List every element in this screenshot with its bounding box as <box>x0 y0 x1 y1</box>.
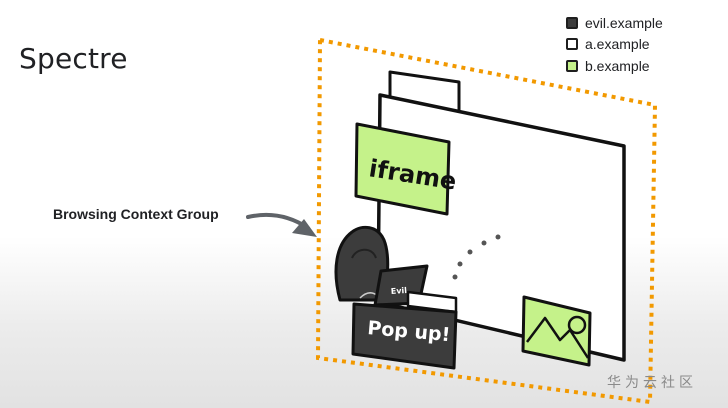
browsing-context-group-boundary <box>315 37 658 405</box>
iframe-box: iframe <box>354 122 458 216</box>
watermark: 华为云社区 <box>607 375 697 391</box>
legend-item-b: b.example <box>566 55 663 77</box>
legend-item-evil: evil.example <box>566 12 663 34</box>
legend-label: a.example <box>585 36 650 53</box>
legend-label: b.example <box>585 57 650 74</box>
a-swatch <box>566 38 578 51</box>
connection-dots <box>452 234 501 280</box>
legend: evil.example a.example b.example <box>566 12 663 77</box>
legend-item-a: a.example <box>566 34 663 56</box>
b-swatch <box>566 59 578 72</box>
evil-swatch <box>566 16 578 29</box>
slide-title: Spectre <box>19 42 128 75</box>
arrow-icon <box>246 212 317 237</box>
browsing-context-group-label: Browsing Context Group <box>53 206 219 222</box>
legend-label: evil.example <box>585 14 663 31</box>
image-icon <box>521 295 592 367</box>
laptop-label: Evil <box>391 286 408 296</box>
popup-window: Pop up! <box>351 290 458 370</box>
